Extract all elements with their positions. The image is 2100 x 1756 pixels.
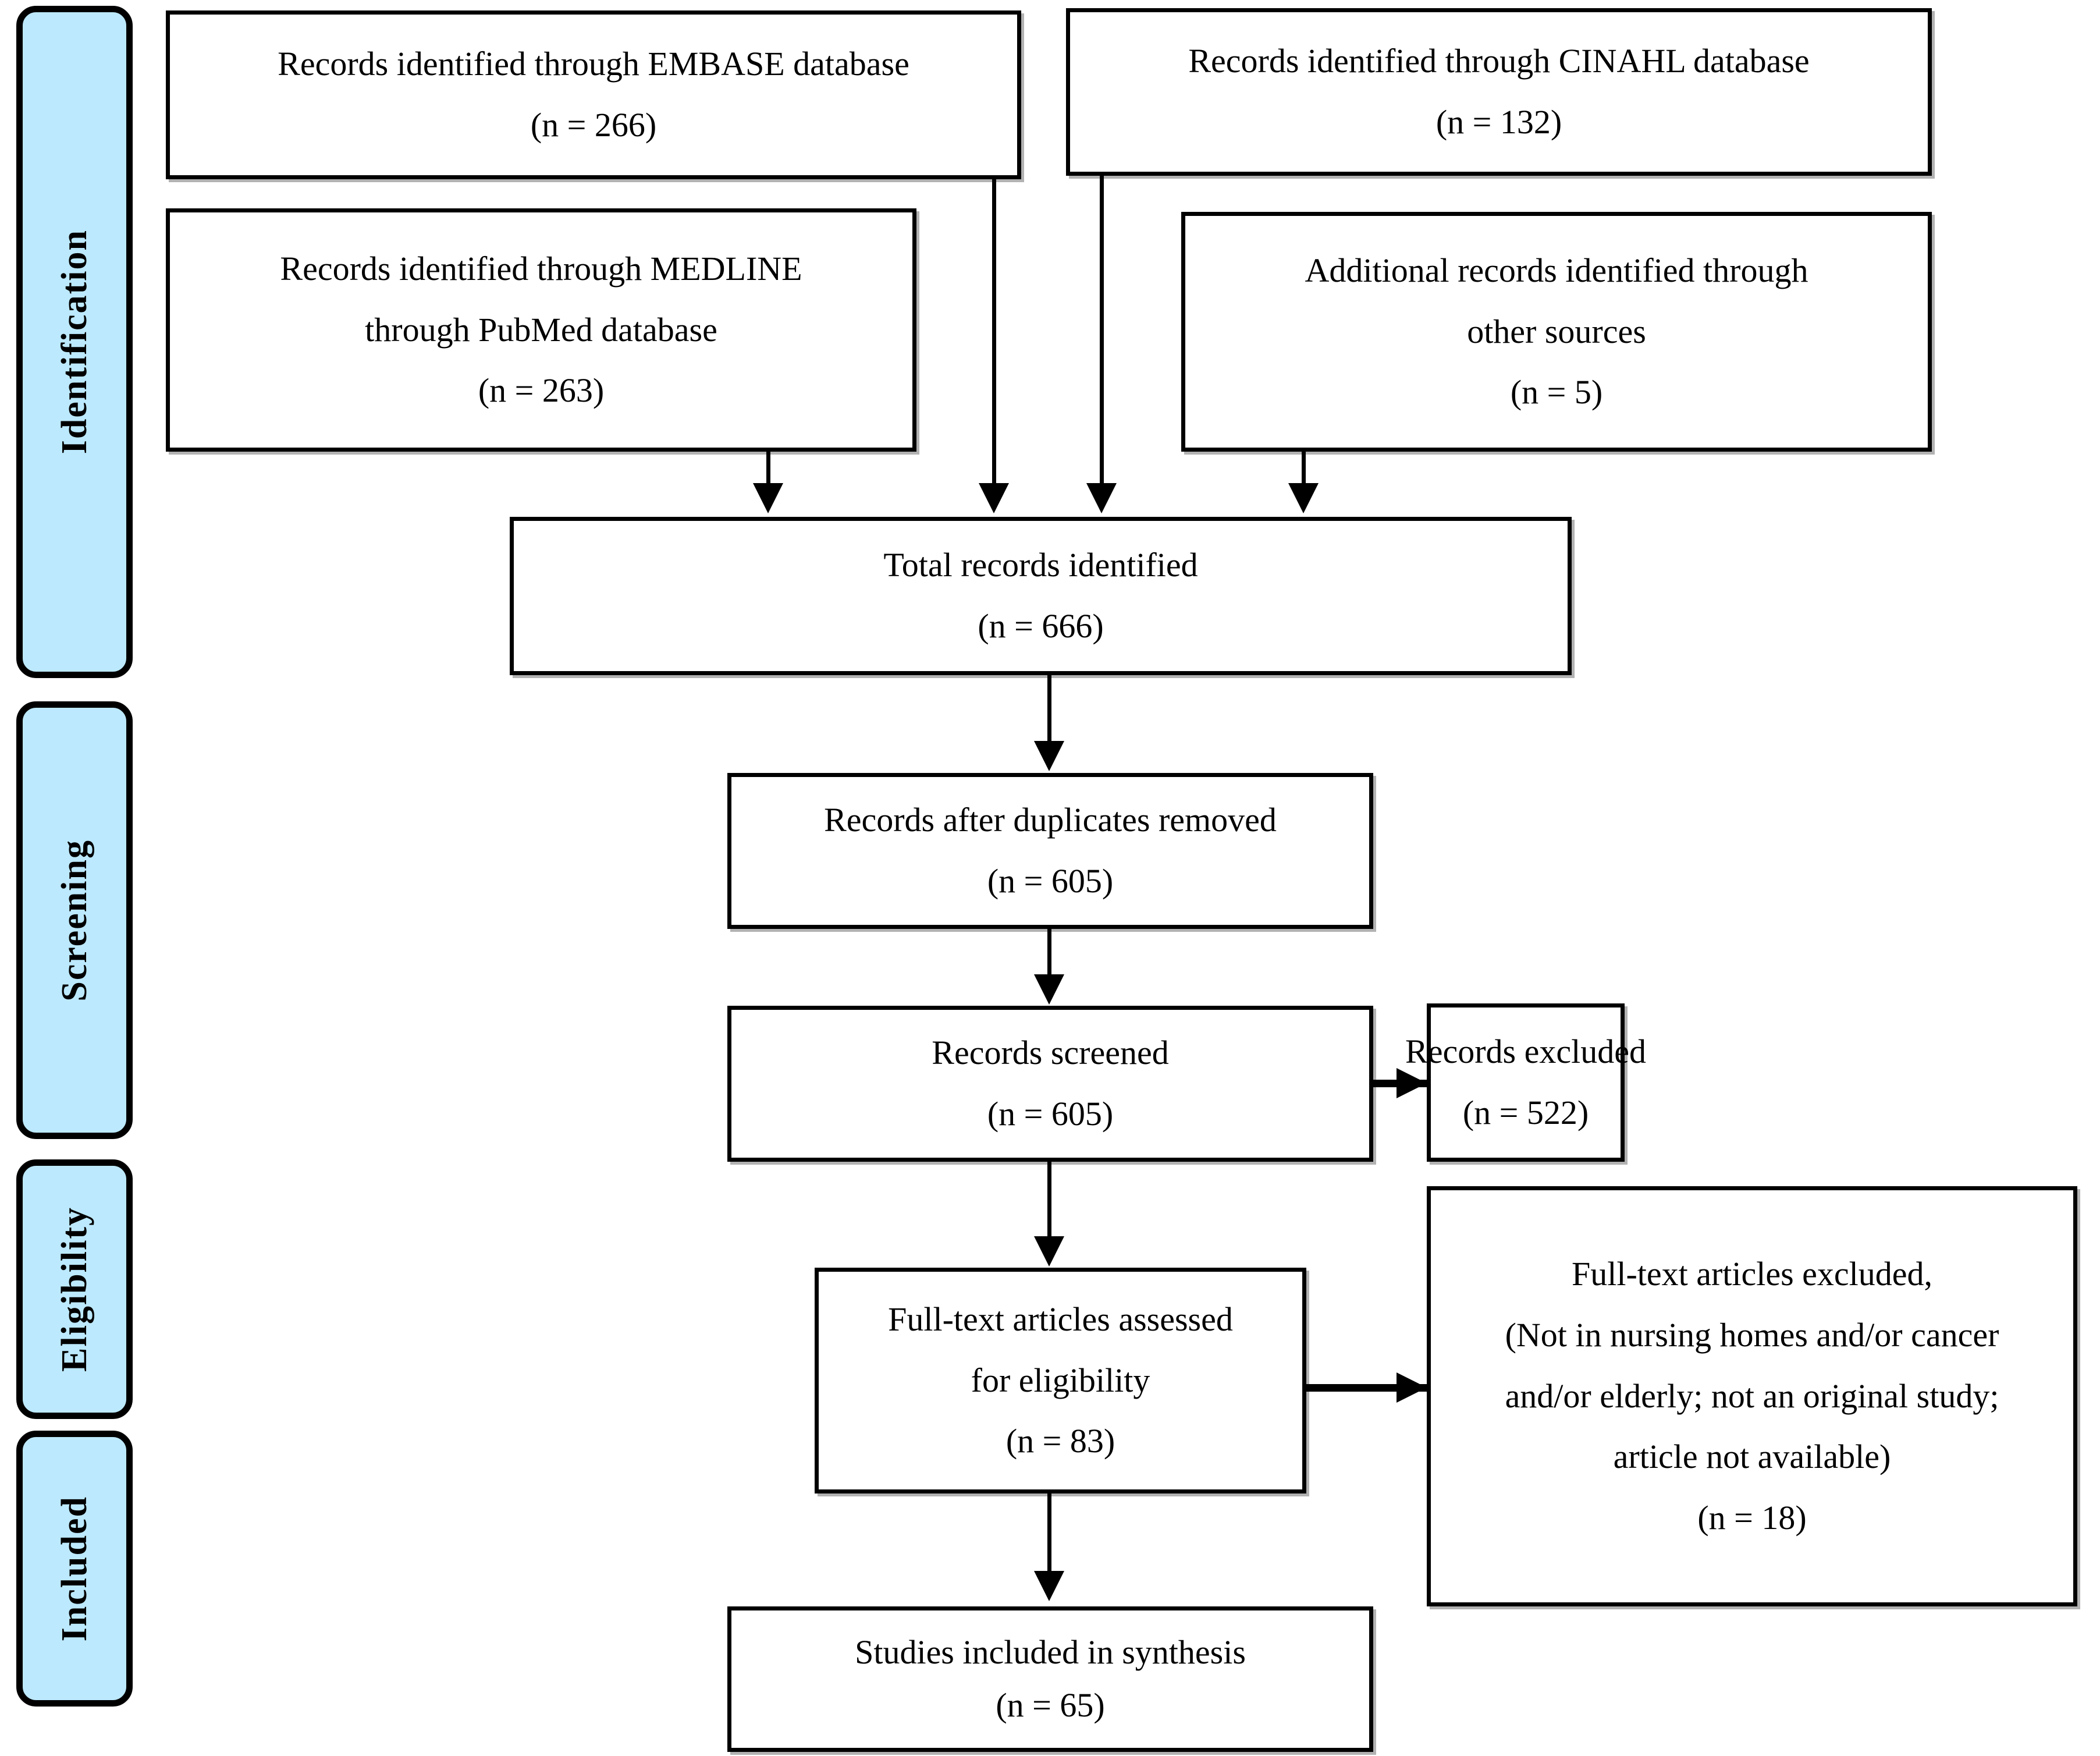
node-embase-records-count: (n = 266)	[530, 106, 657, 144]
node-fulltext-assessed-title-2: for eligibility	[971, 1361, 1150, 1399]
arrowhead-cinahl-to-total	[1086, 483, 1117, 513]
connector-total-to-duplicates	[1047, 675, 1051, 742]
stage-included-label: Included	[55, 1495, 94, 1642]
node-records-screened-count: (n = 605)	[987, 1095, 1114, 1133]
node-duplicates-removed: Records after duplicates removed (n = 60…	[727, 773, 1373, 929]
node-records-excluded-count: (n = 522)	[1462, 1094, 1589, 1131]
stage-included: Included	[16, 1431, 133, 1707]
node-fulltext-excluded: Full-text articles excluded, (Not in nur…	[1427, 1186, 2077, 1606]
node-total-records-count: (n = 666)	[978, 607, 1104, 645]
node-studies-included-count: (n = 65)	[996, 1686, 1105, 1724]
arrowhead-screened-to-fulltext	[1034, 1236, 1064, 1267]
connector-embase-to-total	[992, 178, 996, 484]
connector-screened-to-fulltext	[1047, 1162, 1051, 1237]
arrowhead-embase-to-total	[979, 483, 1009, 513]
node-medline-records: Records identified through MEDLINE throu…	[166, 208, 916, 452]
stage-screening: Screening	[16, 701, 133, 1139]
node-medline-records-count: (n = 263)	[478, 371, 605, 410]
stage-identification-label: Identification	[55, 229, 94, 455]
node-other-sources-title-1: Additional records identified through	[1305, 251, 1808, 289]
node-other-sources-title-2: other sources	[1467, 312, 1646, 350]
node-fulltext-excluded-title-2: (Not in nursing homes and/or cancer	[1505, 1315, 1999, 1354]
node-embase-records: Records identified through EMBASE databa…	[166, 10, 1021, 179]
node-total-records: Total records identified (n = 666)	[510, 517, 1572, 675]
node-records-excluded: Records excluded (n = 522)	[1405, 1003, 1646, 1162]
node-medline-records-title-1: Records identified through MEDLINE	[280, 249, 802, 288]
stage-screening-label: Screening	[55, 839, 94, 1002]
node-duplicates-removed-title: Records after duplicates removed	[824, 801, 1277, 839]
arrowhead-total-to-duplicates	[1034, 741, 1064, 771]
node-fulltext-excluded-title-4: article not available)	[1613, 1438, 1891, 1476]
node-total-records-title: Total records identified	[883, 546, 1198, 584]
node-other-sources-count: (n = 5)	[1510, 373, 1603, 411]
node-fulltext-assessed-title-1: Full-text articles assessed	[888, 1300, 1233, 1338]
node-other-sources-records: Additional records identified through ot…	[1181, 212, 1932, 452]
node-fulltext-excluded-title-1: Full-text articles excluded,	[1571, 1254, 1933, 1293]
arrowhead-duplicates-to-screened	[1034, 974, 1064, 1005]
connector-medline-to-total	[766, 452, 770, 484]
node-records-screened-title: Records screened	[932, 1034, 1169, 1072]
arrowhead-other-sources-to-total	[1288, 483, 1319, 513]
arrowhead-fulltext-to-fulltext-excluded	[1397, 1372, 1427, 1403]
node-fulltext-excluded-title-3: and/or elderly; not an original study;	[1505, 1377, 1999, 1415]
node-records-excluded-title: Records excluded	[1405, 1033, 1646, 1071]
stage-eligibility-label: Eligibility	[55, 1207, 94, 1372]
node-embase-records-title: Records identified through EMBASE databa…	[278, 45, 909, 83]
node-cinahl-records-title: Records identified through CINAHL databa…	[1188, 42, 1810, 80]
node-records-screened: Records screened (n = 605)	[727, 1006, 1373, 1162]
node-studies-included: Studies included in synthesis (n = 65)	[727, 1606, 1373, 1752]
connector-other-sources-to-total	[1302, 452, 1306, 484]
connector-fulltext-to-included	[1047, 1494, 1051, 1572]
arrowhead-fulltext-to-included	[1034, 1571, 1064, 1601]
node-cinahl-records: Records identified through CINAHL databa…	[1066, 8, 1932, 176]
arrowhead-medline-to-total	[753, 483, 783, 513]
stage-eligibility: Eligibility	[16, 1159, 133, 1419]
node-medline-records-title-2: through PubMed database	[365, 310, 717, 349]
node-duplicates-removed-count: (n = 605)	[987, 862, 1114, 900]
connector-duplicates-to-screened	[1047, 929, 1051, 975]
node-fulltext-assessed-count: (n = 83)	[1005, 1422, 1115, 1460]
stage-identification: Identification	[16, 6, 133, 678]
node-fulltext-excluded-count: (n = 18)	[1697, 1499, 1807, 1537]
node-cinahl-records-count: (n = 132)	[1435, 103, 1562, 141]
node-fulltext-assessed: Full-text articles assessed for eligibil…	[815, 1268, 1306, 1494]
node-studies-included-title: Studies included in synthesis	[855, 1633, 1246, 1672]
connector-cinahl-to-total	[1100, 176, 1104, 484]
arrowhead-screened-to-excluded	[1397, 1068, 1427, 1098]
